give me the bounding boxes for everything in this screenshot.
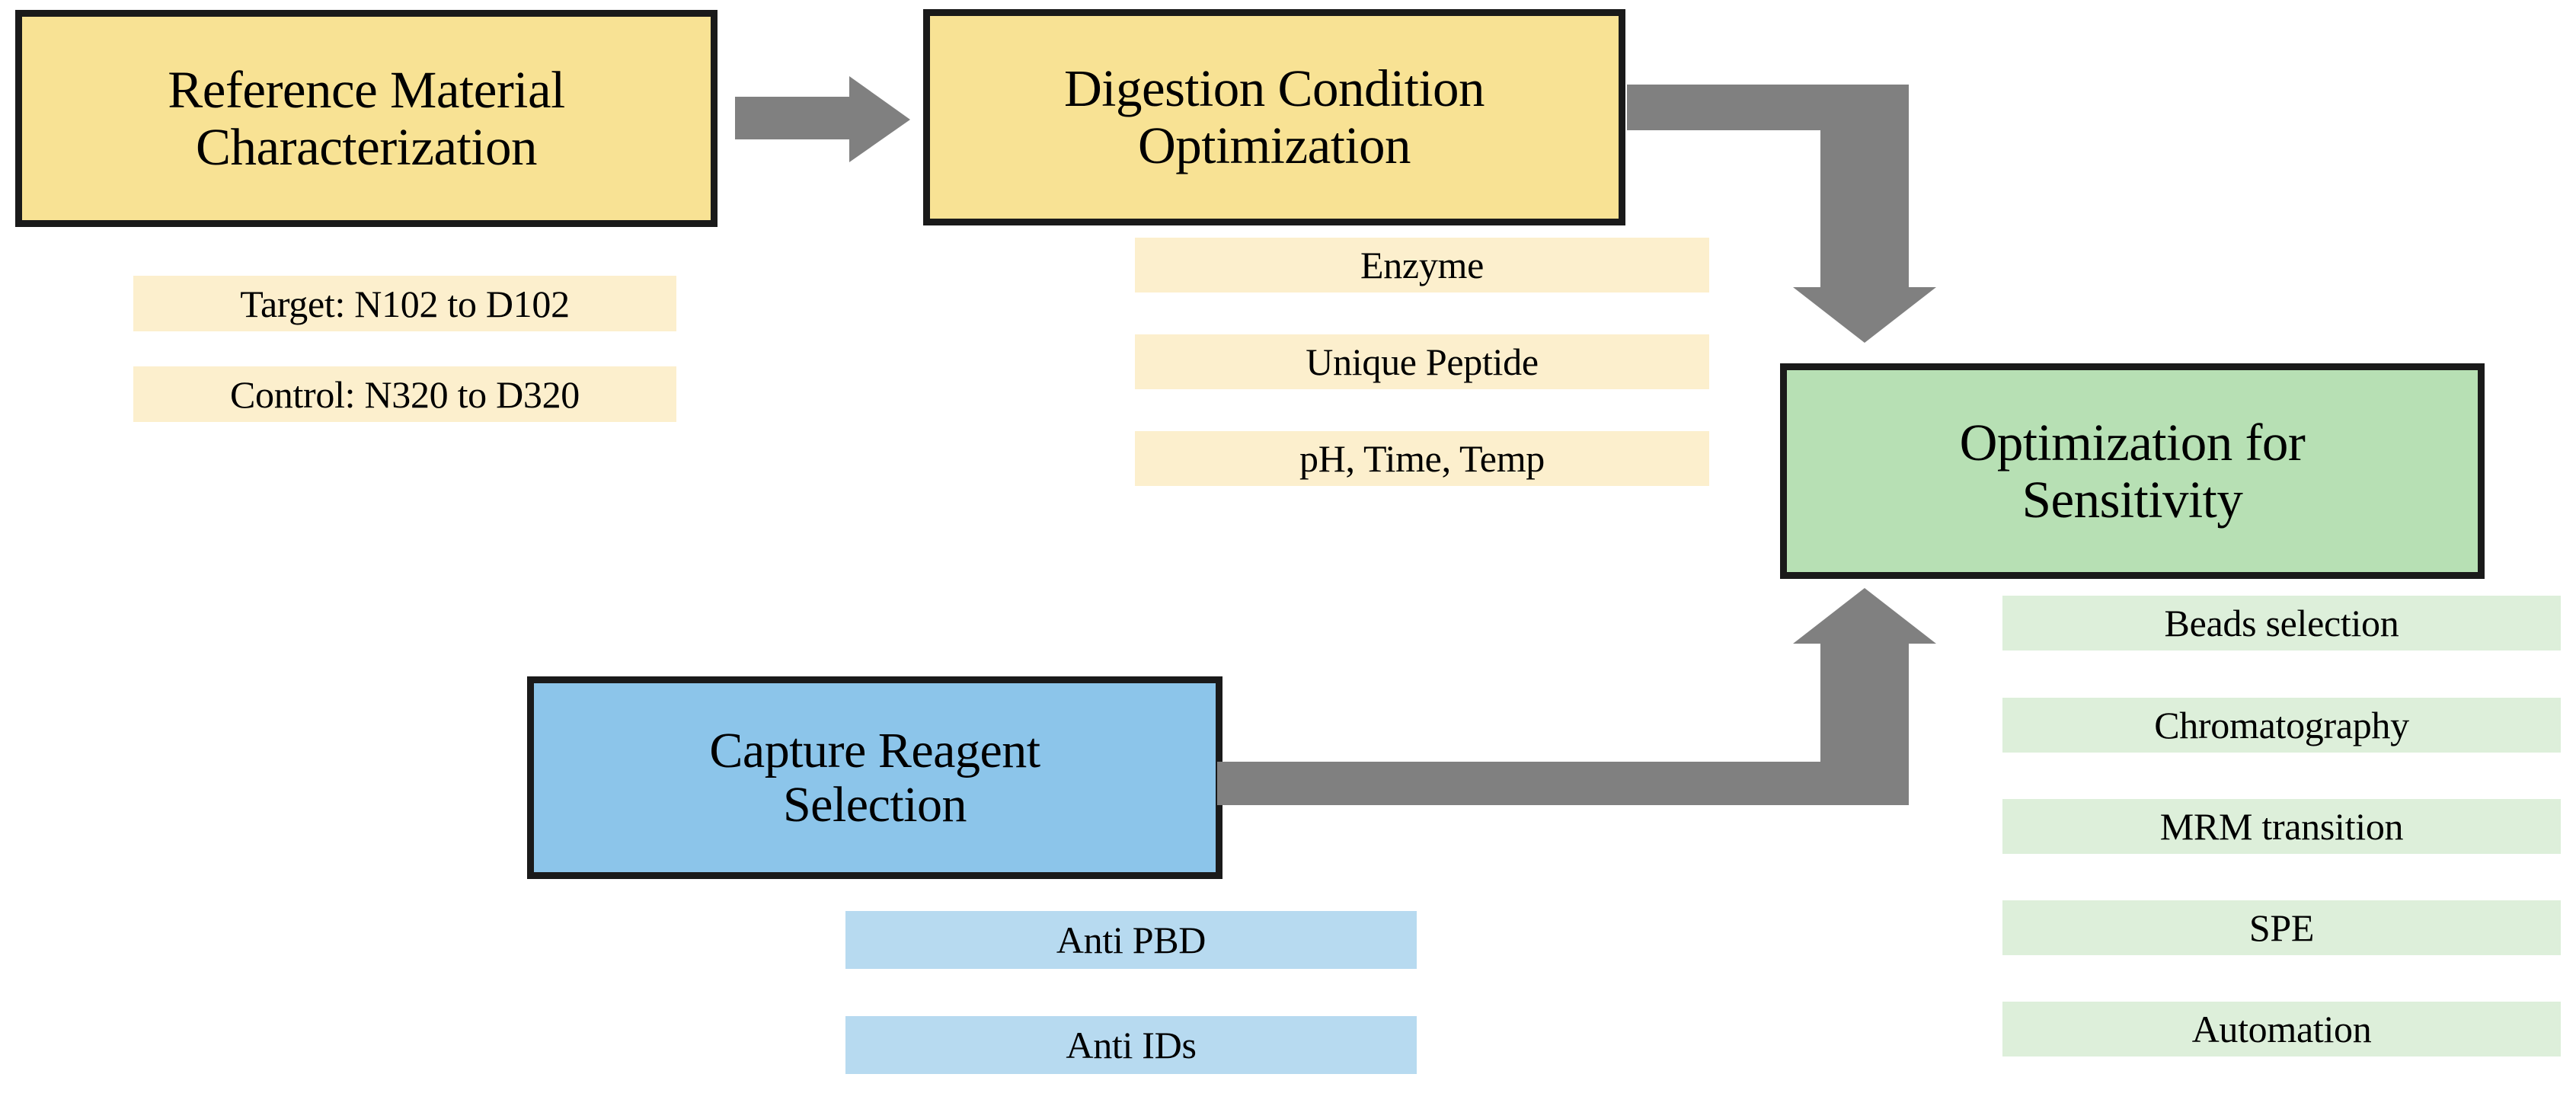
- detail-chip-spe-label: SPE: [2248, 906, 2315, 949]
- detail-chip-unique-peptide-label: Unique Peptide: [1306, 340, 1539, 383]
- detail-chip-control-label: Control: N320 to D320: [230, 372, 580, 416]
- detail-chip-mrm-transition: MRM transition: [2002, 799, 2561, 854]
- detail-chip-enzyme: Enzyme: [1135, 238, 1709, 292]
- detail-chip-anti-pbd: Anti PBD: [845, 911, 1417, 969]
- node-optimization-for-sensitivity[interactable]: Optimization for Sensitivity: [1780, 363, 2485, 579]
- detail-chip-chromatography-label: Chromatography: [2154, 704, 2409, 746]
- arrow-digestion-to-sensitivity: [1627, 85, 1936, 343]
- detail-chip-anti-ids-label: Anti IDs: [1066, 1024, 1197, 1066]
- detail-chip-unique-peptide: Unique Peptide: [1135, 334, 1709, 389]
- detail-chip-automation: Automation: [2002, 1002, 2561, 1056]
- detail-chip-ph-time-temp-label: pH, Time, Temp: [1299, 437, 1545, 480]
- detail-chip-chromatography: Chromatography: [2002, 698, 2561, 753]
- detail-chip-anti-ids: Anti IDs: [845, 1016, 1417, 1074]
- arrow-head-right-icon: [735, 76, 910, 162]
- detail-chip-ph-time-temp: pH, Time, Temp: [1135, 431, 1709, 486]
- detail-chip-beads-selection-label: Beads selection: [2164, 602, 2399, 644]
- node-digestion-condition-optimization[interactable]: Digestion Condition Optimization: [923, 9, 1625, 225]
- node-reference-material-characterization[interactable]: Reference Material Characterization: [15, 10, 718, 227]
- node-capture-reagent-selection[interactable]: Capture Reagent Selection: [527, 676, 1222, 879]
- node-capture-label: Capture Reagent Selection: [709, 722, 1040, 833]
- detail-chip-enzyme-label: Enzyme: [1360, 244, 1485, 286]
- arrow-reference-to-digestion: [735, 76, 910, 162]
- detail-chip-target: Target: N102 to D102: [133, 276, 676, 331]
- detail-chip-spe: SPE: [2002, 900, 2561, 955]
- node-reference-label: Reference Material Characterization: [168, 60, 565, 176]
- detail-chip-control: Control: N320 to D320: [133, 366, 676, 422]
- detail-chip-mrm-transition-label: MRM transition: [2159, 805, 2404, 848]
- arrow-head-up-icon: [1217, 588, 1936, 805]
- node-sensitivity-label: Optimization for Sensitivity: [1959, 413, 2306, 529]
- node-digestion-label: Digestion Condition Optimization: [1063, 59, 1485, 174]
- detail-chip-anti-pbd-label: Anti PBD: [1056, 919, 1207, 961]
- detail-chip-beads-selection: Beads selection: [2002, 596, 2561, 650]
- arrow-capture-to-sensitivity: [1217, 588, 1936, 805]
- detail-chip-automation-label: Automation: [2191, 1008, 2372, 1050]
- detail-chip-target-label: Target: N102 to D102: [240, 282, 570, 325]
- arrow-head-down-icon: [1627, 85, 1936, 343]
